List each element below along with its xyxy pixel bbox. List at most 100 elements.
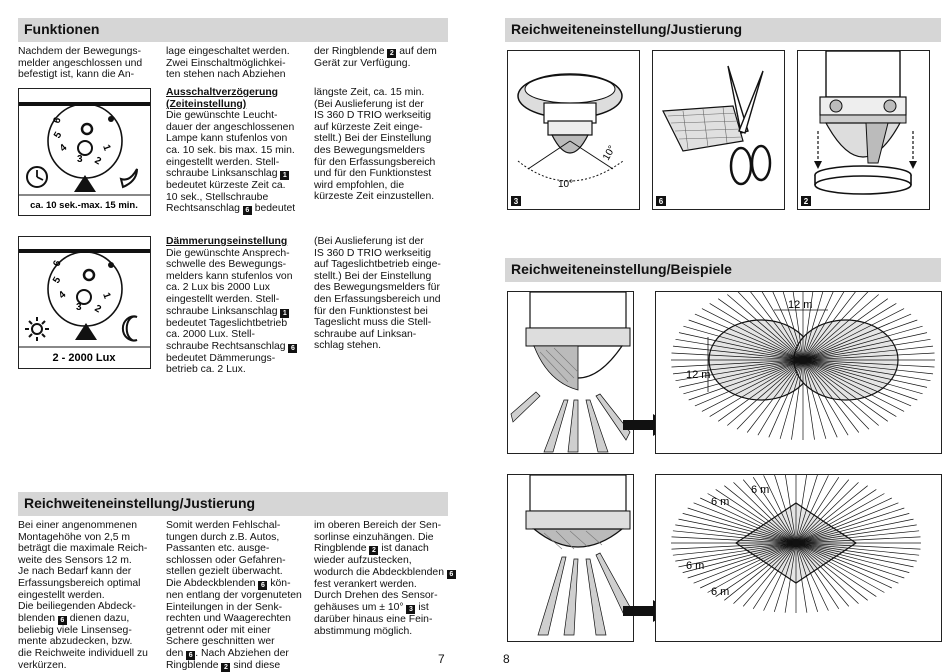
zone-ray	[802, 292, 869, 361]
zone-ray	[737, 292, 804, 361]
zone-ray	[795, 477, 840, 544]
heading-text: Funktionen	[24, 21, 100, 37]
zone-ray	[672, 345, 804, 361]
rw-col2-a: Somit werden Fehlschal- tungen durch z.B…	[166, 520, 286, 589]
zone-ray	[682, 513, 797, 544]
zone-ray	[717, 359, 804, 422]
sun-icon	[25, 317, 49, 341]
dial2-number-1: 1	[100, 291, 112, 300]
intro-col1: Nachdem der Bewegungs- melder angeschlos…	[18, 46, 143, 81]
zone-ray	[672, 530, 797, 544]
zone-ray	[752, 477, 797, 544]
zone-ray	[742, 479, 797, 544]
zone-ray	[802, 319, 918, 361]
zone-ray	[774, 475, 797, 544]
reichweite-col3: im oberen Bereich der Sen- sorlinse einz…	[314, 520, 459, 637]
zone-ray	[795, 542, 917, 562]
marker-6: 6	[288, 343, 298, 353]
zone-ray	[795, 475, 807, 544]
zone-ray	[675, 542, 797, 562]
example2-label-1: 6 m	[711, 496, 729, 508]
zone-ray	[675, 338, 804, 361]
zone-ray	[795, 502, 899, 544]
zone-ray	[750, 292, 804, 361]
reichweite-col2: Somit werden Fehlschal- tungen durch z.B…	[166, 520, 311, 672]
zone-ray	[693, 502, 797, 544]
zone-ray	[709, 359, 804, 417]
zone-ray	[795, 542, 808, 613]
zone-ray	[795, 475, 818, 544]
zone-ray	[795, 493, 885, 544]
zone-ray	[802, 292, 856, 361]
zone-ray	[709, 303, 804, 361]
zone-ray	[791, 359, 804, 440]
zone-ray	[763, 475, 797, 544]
zone-ray	[687, 507, 797, 544]
zone-ray	[795, 479, 850, 544]
moon-icon	[121, 315, 138, 342]
zone-ray	[802, 359, 905, 412]
right-page: Reichweiteneinstellung/Justierung 10° 10…	[495, 0, 950, 668]
zone-ray	[795, 507, 905, 544]
zone-ray	[795, 530, 920, 544]
example2-label-2: 6 m	[751, 484, 769, 496]
rw-col2-b: kön- nen entlang der vorgenuteten Eintei…	[166, 577, 302, 659]
zone-ray	[802, 332, 928, 361]
zone-ray	[802, 338, 931, 361]
dial1-number-6: 6	[51, 116, 63, 125]
zone-ray	[724, 485, 797, 544]
zone-ray	[717, 298, 804, 361]
zone-ray	[795, 524, 917, 544]
zeit-text-b: bedeutet kürzeste Zeit ca. 10 sek., Stel…	[166, 180, 286, 215]
daemm-text-b: bedeutet Tageslichtbetrieb ca. 2000 Lux.…	[166, 317, 288, 352]
rw-col1-b: dienen dazu, beliebig viele Linsenseg- m…	[18, 612, 148, 671]
zone-ray	[802, 294, 879, 361]
zone-ray	[795, 542, 905, 579]
figure-label-2: 2	[804, 197, 809, 206]
zone-ray	[802, 359, 838, 438]
rw-col2-c: . Nach Abziehen der Ringblende	[166, 647, 289, 671]
dial1-range-label: ca. 10 sek.-max. 15 min.	[30, 200, 138, 211]
zone-ray	[675, 359, 804, 382]
dial2-number-6: 6	[51, 259, 63, 268]
zone-ray	[802, 359, 870, 430]
zone-ray	[802, 359, 879, 426]
dial2-range-label: 2 - 2000 Lux	[53, 352, 117, 364]
section-heading-beispiele: Reichweiteneinstellung/Beispiele	[505, 258, 941, 282]
section-heading-funktionen: Funktionen	[18, 18, 448, 42]
daemm-text-c: bedeutet Dämmerungs- betrieb ca. 2 Lux.	[166, 352, 276, 376]
heading-text: Reichweiteneinstellung/Justierung	[24, 495, 256, 511]
marker-1: 1	[280, 308, 290, 318]
zone-ray	[795, 542, 899, 584]
dial1-number-3: 3	[77, 154, 83, 165]
zone-ray	[795, 497, 892, 544]
zone-ray	[802, 313, 912, 361]
zone-ray	[671, 536, 797, 544]
zone-ray	[701, 308, 804, 361]
zone-ray	[688, 319, 804, 361]
zeit-text-a: Die gewünschte Leucht- dauer der angesch…	[166, 110, 295, 180]
heading-text: Reichweiteneinstellung/Justierung	[511, 21, 743, 37]
zone-ray	[802, 359, 889, 422]
zone-ray	[802, 292, 814, 361]
example2-label-3: 6 m	[686, 560, 704, 572]
example1-height-label: 12 m	[686, 369, 710, 381]
zone-ray	[671, 352, 804, 361]
zone-ray	[795, 542, 910, 573]
zone-ray	[795, 542, 868, 601]
zone-ray	[802, 292, 824, 361]
zone-ray	[757, 359, 804, 436]
zone-ray	[694, 313, 804, 361]
zone-ray	[795, 542, 829, 611]
zone-ray	[795, 542, 920, 556]
marker-6: 6	[57, 615, 67, 625]
rw-col2-d: sind diese	[233, 659, 281, 671]
zone-ray	[795, 542, 877, 597]
zone-ray	[795, 542, 850, 607]
zone-ray	[683, 359, 804, 395]
dial1-number-5: 5	[52, 130, 65, 141]
daemm-text-a: Die gewünschte Ansprech- schwelle des Be…	[166, 247, 293, 317]
zone-ray	[785, 475, 797, 544]
zone-ray	[678, 332, 804, 361]
zeit-text-c: bedeutet	[254, 203, 296, 215]
